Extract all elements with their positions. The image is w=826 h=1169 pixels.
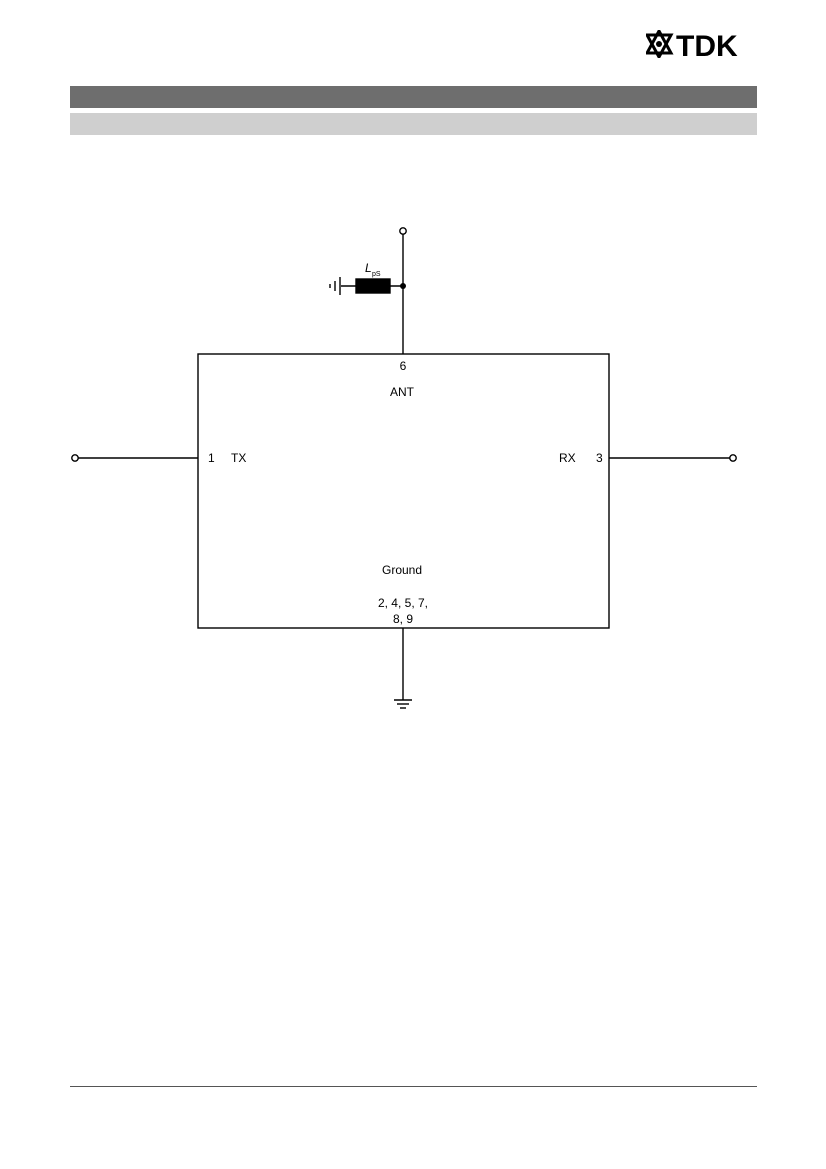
footer-divider: [70, 1086, 757, 1087]
header-band-dark: [70, 86, 757, 108]
tdk-logo: TDK: [646, 30, 758, 58]
tdk-emblem-icon: [646, 30, 674, 58]
inductor-label-subscript: pS: [372, 271, 381, 278]
tx-terminal: [71, 454, 79, 462]
inductor-label: L: [365, 261, 372, 275]
ant-terminal: [399, 227, 407, 235]
ant-pin-number: 6: [400, 359, 407, 373]
tx-pin-number: 1: [208, 451, 215, 465]
junction-dot: [400, 283, 406, 289]
rx-terminal: [729, 454, 737, 462]
ground-pins-line-1: 2, 4, 5, 7,: [378, 596, 428, 610]
header-band-light: [70, 113, 757, 135]
ant-label: ANT: [390, 385, 415, 399]
rx-pin-number: 3: [596, 451, 603, 465]
ground-label: Ground: [382, 563, 422, 577]
tx-label: TX: [231, 451, 246, 465]
ground-pins-line-2: 8, 9: [393, 612, 413, 626]
inductor-lps-symbol: [355, 278, 391, 294]
rx-label: RX: [559, 451, 576, 465]
brand-wordmark: TDK: [676, 30, 738, 58]
